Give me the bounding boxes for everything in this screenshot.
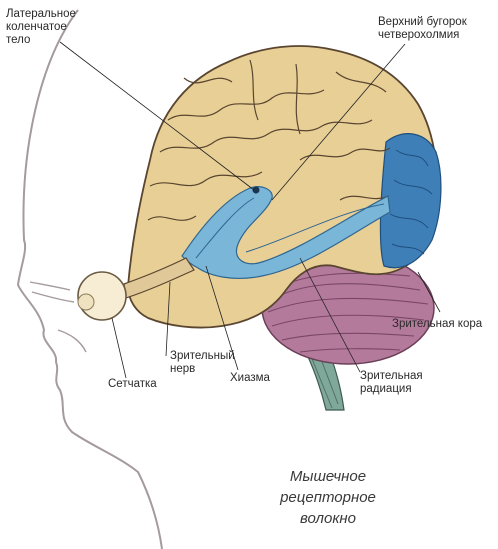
label-visual-cortex: Зрительная кора xyxy=(392,318,482,331)
label-superior-colliculus: Верхний бугорок четверохолмия xyxy=(378,16,467,42)
eye-lens xyxy=(78,294,94,310)
label-lateral-geniculate-body: Латеральное коленчатое тело xyxy=(6,8,76,47)
jaw-outline xyxy=(58,330,86,352)
ear-outline xyxy=(30,282,74,302)
figure-caption: Мышечное рецепторное волокно xyxy=(268,466,388,529)
label-optic-nerve: Зрительный нерв xyxy=(170,350,235,376)
label-optic-radiation: Зрительная радиация xyxy=(360,370,423,396)
label-chiasm: Хиазма xyxy=(230,372,270,385)
label-retina: Сетчатка xyxy=(108,378,157,391)
